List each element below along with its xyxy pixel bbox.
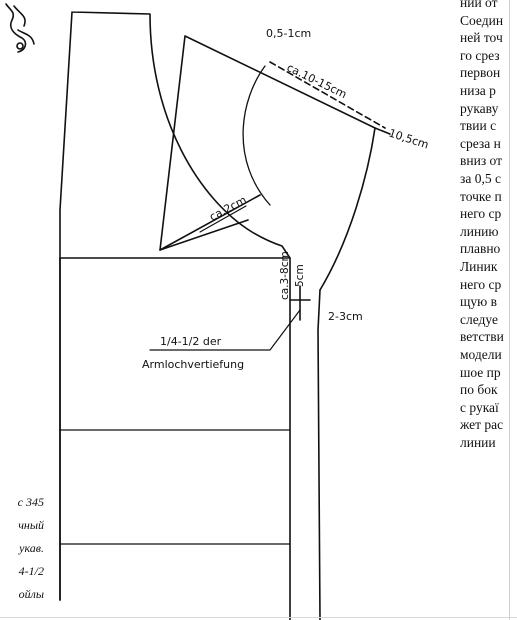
text-line: с рукаї <box>460 399 499 415</box>
dart-label: 0,5-1cm <box>266 27 311 40</box>
page-edge <box>509 0 510 620</box>
text-line: плавно <box>460 241 501 257</box>
text-line: ний от <box>460 0 498 10</box>
cap-tick <box>374 127 391 135</box>
note-word-label: Armlochvertiefung <box>142 358 244 371</box>
text-line: первон <box>460 65 501 81</box>
text-line: вниз от <box>460 153 503 169</box>
sleeve-outline <box>159 35 376 291</box>
text-line: Соедин <box>460 12 504 28</box>
text-line: него ср <box>460 206 502 222</box>
side-bracket <box>289 285 311 321</box>
text-line: следуе <box>460 311 498 327</box>
text-line: ней точ <box>460 30 503 46</box>
cap-label: 10,5cm <box>387 126 430 151</box>
text-line: за 0,5 с <box>460 171 501 186</box>
caption-line: 4-1/2 <box>18 564 44 578</box>
text-line: щую в <box>460 294 497 310</box>
text-line: ветстви <box>460 329 504 345</box>
text-line: го срез <box>460 47 500 63</box>
side-seam <box>317 289 321 620</box>
underarm-pointer <box>199 205 247 233</box>
text-line: твии с <box>460 118 497 134</box>
side-depth-label: ca.3-8cm <box>279 251 291 300</box>
text-line: линии <box>460 435 496 450</box>
text-line: модели <box>460 347 502 362</box>
text-line: Линик <box>460 259 498 274</box>
text-line: низа р <box>460 83 496 98</box>
text-line: среза н <box>460 135 501 151</box>
note-fraction-label: 1/4-1/2 der <box>160 335 222 348</box>
caption-line: чный <box>18 518 44 532</box>
five-cm-label: 5cm <box>294 264 306 287</box>
decorative-sketch-icon <box>5 3 35 53</box>
shoulder-dashed-line <box>269 61 386 129</box>
sleeve-front-seam <box>159 194 261 251</box>
text-line: линию <box>460 223 499 239</box>
armhole-curve <box>242 65 271 206</box>
text-line: жет рас <box>460 417 504 433</box>
caption-line: укав. <box>19 541 44 555</box>
bodice-outline <box>59 11 291 620</box>
shoulder-label: ca.10-15cm <box>285 61 349 101</box>
caption-line: с 345 <box>17 495 44 509</box>
text-line: рукаву <box>460 100 499 116</box>
caption-line: ойлы <box>18 587 44 601</box>
text-line: по бок <box>460 382 498 398</box>
page-bottom-edge <box>0 617 517 618</box>
text-line: шое пр <box>460 364 501 380</box>
note-pointer <box>149 309 301 351</box>
text-line: него ср <box>460 276 502 292</box>
text-line: точке п <box>460 188 502 204</box>
side-shift-label: 2-3cm <box>328 310 363 323</box>
